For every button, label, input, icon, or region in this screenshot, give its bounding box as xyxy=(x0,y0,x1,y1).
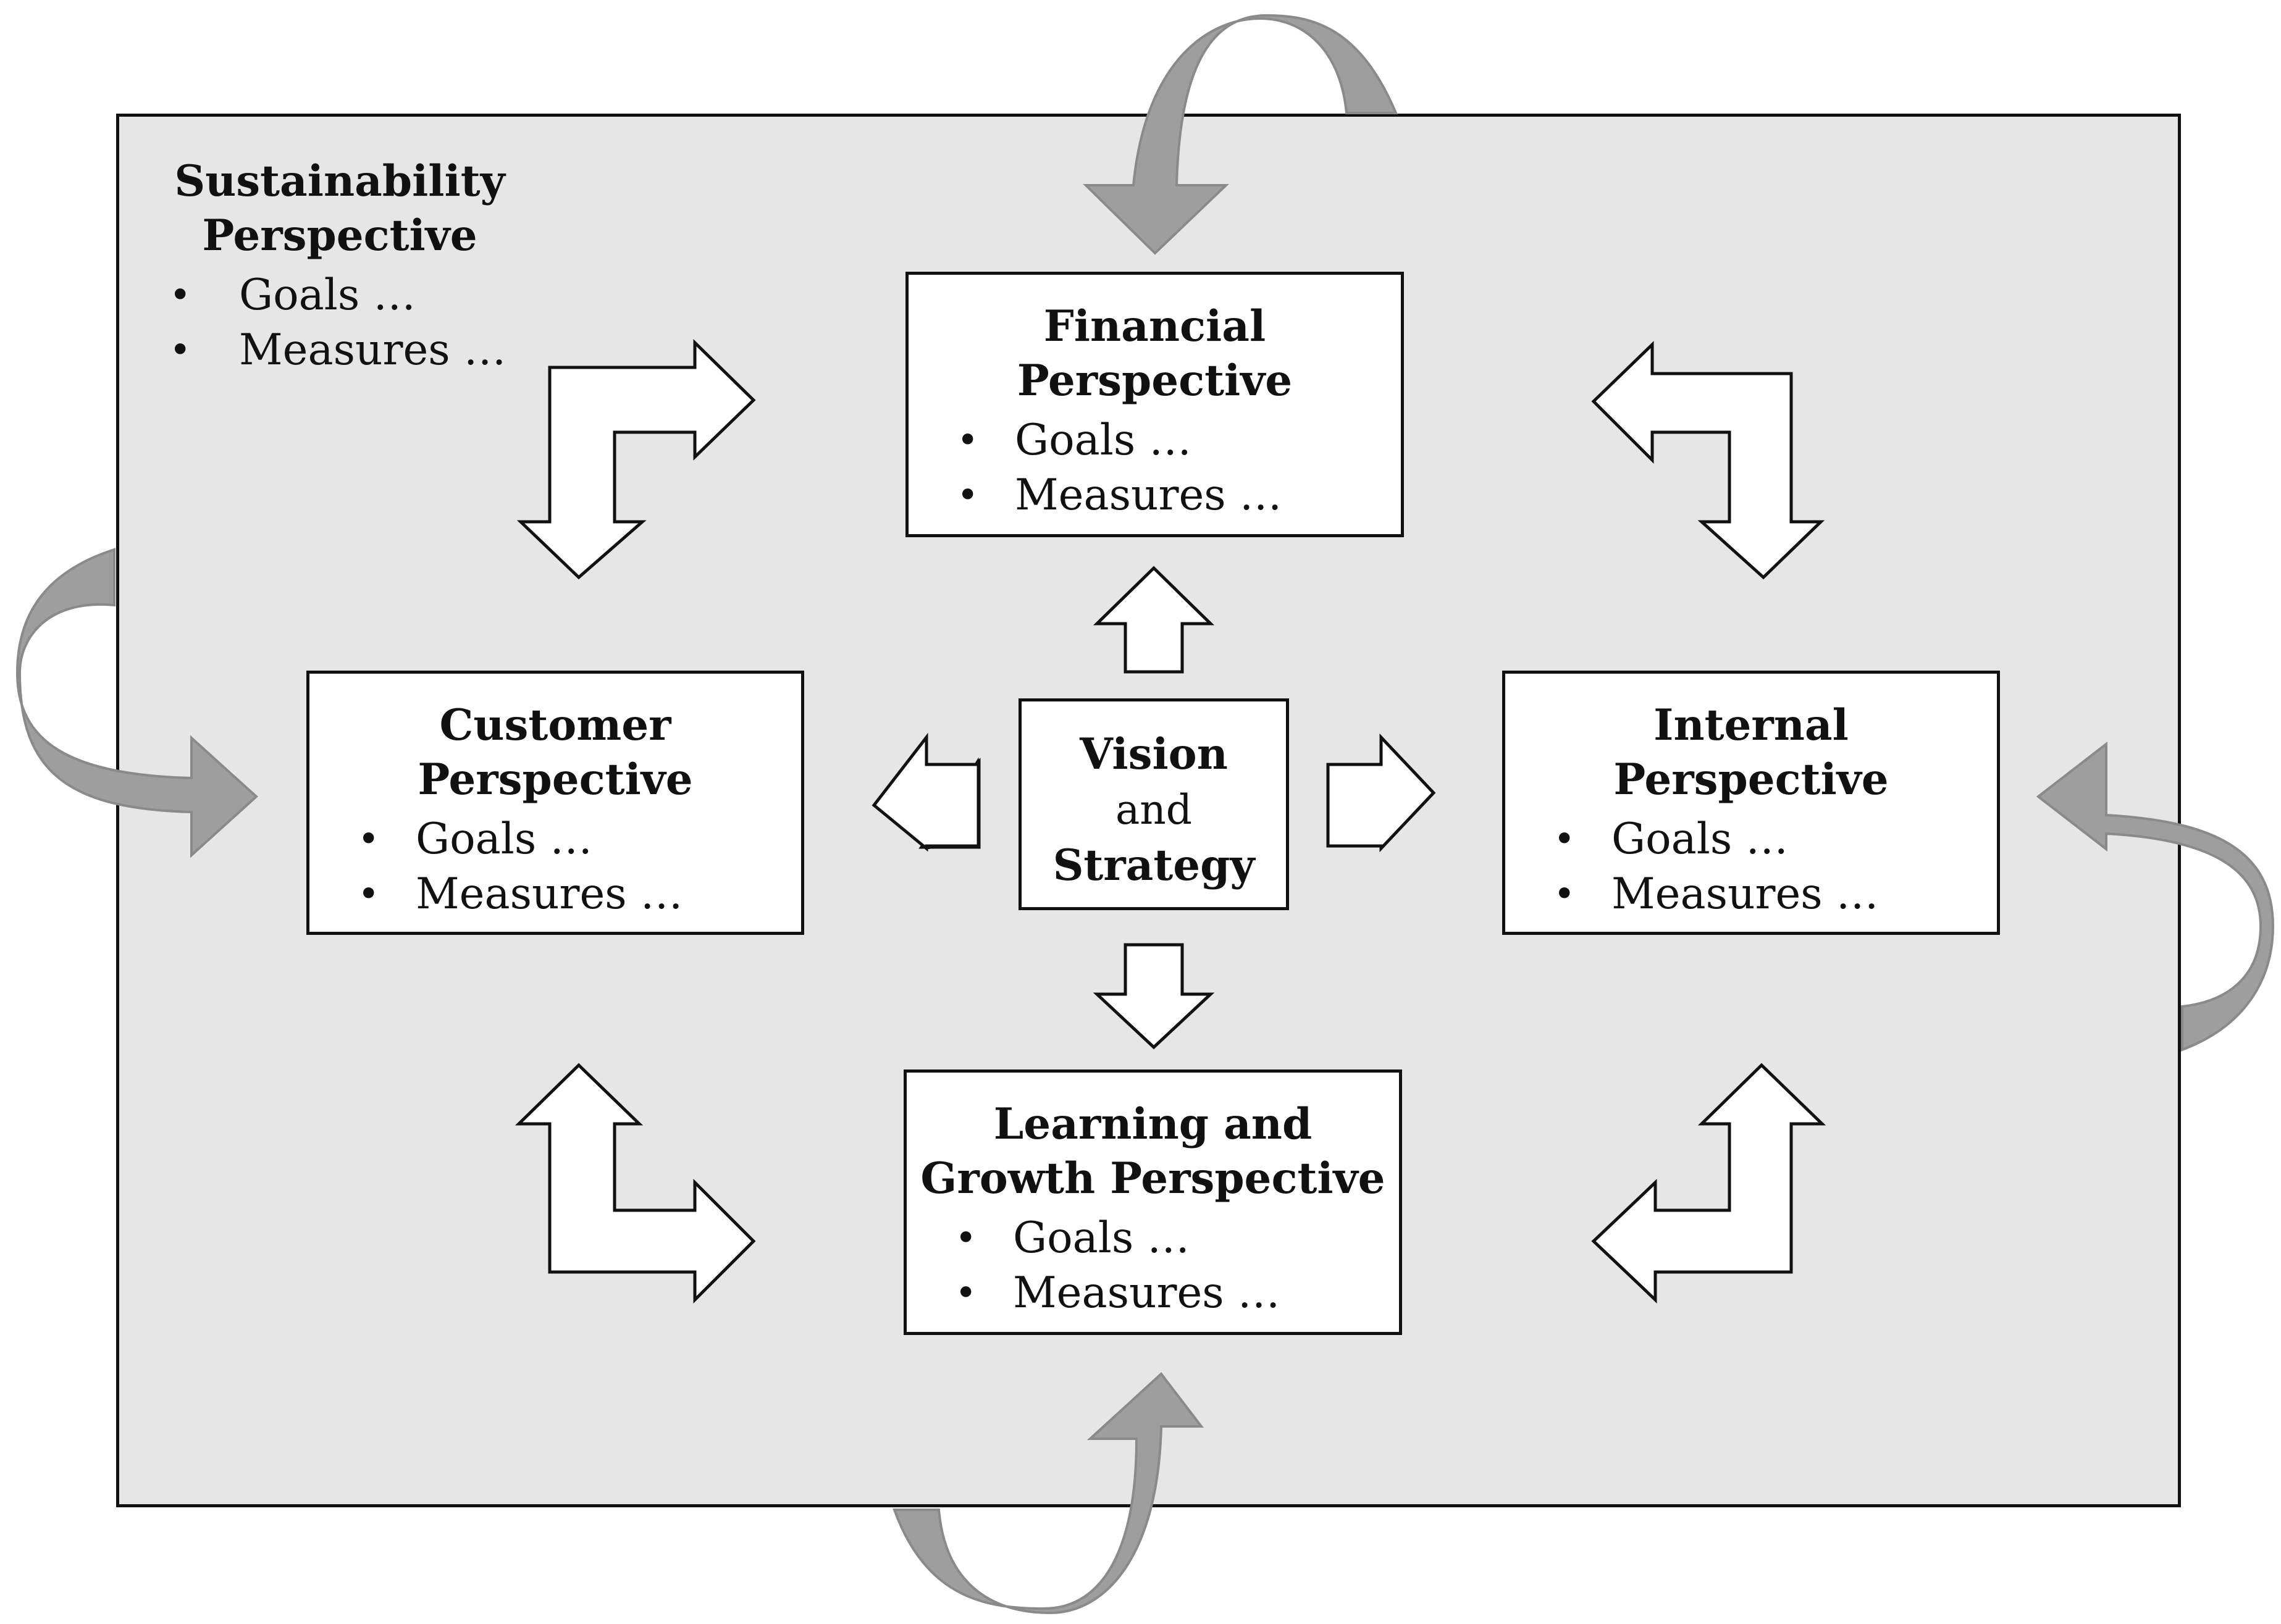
and-label: and xyxy=(1115,786,1193,834)
sustainability-perspective: Sustainability Perspective Goals … Measu… xyxy=(154,154,587,378)
customer-measures: Measures … xyxy=(309,867,801,922)
internal-title: Internal Perspective xyxy=(1505,698,1997,807)
sustainability-title: Sustainability Perspective xyxy=(154,154,525,263)
financial-title-line2: Perspective xyxy=(1017,356,1293,406)
financial-goals: Goals … xyxy=(909,413,1401,468)
sustainability-title-line2: Perspective xyxy=(202,211,477,261)
internal-title-line1: Internal xyxy=(1653,700,1849,750)
customer-perspective-box: Customer Perspective Goals … Measures … xyxy=(306,671,804,935)
arrow-up-center xyxy=(1093,566,1215,674)
vision-label: Vision xyxy=(1080,729,1228,779)
learning-title-line2: Growth Perspective xyxy=(920,1153,1385,1203)
cycle-arrow-bottom xyxy=(893,1372,1204,1615)
learning-goals: Goals … xyxy=(907,1211,1399,1266)
learning-title: Learning and Growth Perspective xyxy=(907,1097,1399,1206)
customer-title-line1: Customer xyxy=(439,700,671,750)
learning-measures: Measures … xyxy=(907,1266,1399,1321)
sustainability-title-line1: Sustainability xyxy=(174,156,505,206)
internal-perspective-box: Internal Perspective Goals … Measures … xyxy=(1502,671,2000,935)
learning-items: Goals … Measures … xyxy=(907,1211,1399,1321)
cycle-arrow-left xyxy=(15,548,258,858)
customer-items: Goals … Measures … xyxy=(309,812,801,922)
learning-growth-perspective-box: Learning and Growth Perspective Goals … … xyxy=(904,1069,1402,1335)
arrow-corner-top-left xyxy=(516,339,756,580)
internal-title-line2: Perspective xyxy=(1613,755,1889,805)
cycle-arrow-top xyxy=(1083,14,1398,255)
customer-title-line2: Perspective xyxy=(418,755,693,805)
vision-and-strategy-box: Vision and Strategy xyxy=(1019,698,1289,910)
financial-items: Goals … Measures … xyxy=(909,413,1401,523)
arrow-corner-top-right xyxy=(1591,341,1825,580)
cycle-arrow-right xyxy=(2036,741,2275,1052)
strategy-label: Strategy xyxy=(1052,840,1255,890)
arrow-right-from-vision xyxy=(1326,733,1436,853)
internal-goals: Goals … xyxy=(1505,812,1997,867)
financial-title-line1: Financial xyxy=(1043,301,1266,351)
financial-title: Financial Perspective xyxy=(909,299,1401,408)
arrow-left-from-vision-visible xyxy=(872,732,980,852)
learning-title-line1: Learning and xyxy=(993,1099,1313,1149)
financial-perspective-box: Financial Perspective Goals … Measures … xyxy=(905,272,1404,537)
arrow-corner-bottom-right xyxy=(1591,1063,1826,1304)
customer-goals: Goals … xyxy=(309,812,801,867)
financial-measures: Measures … xyxy=(909,468,1401,523)
sustainability-items: Goals … Measures … xyxy=(154,268,587,378)
internal-items: Goals … Measures … xyxy=(1505,812,1997,922)
sustainability-goals: Goals … xyxy=(154,268,587,323)
arrow-down-center xyxy=(1093,943,1215,1050)
customer-title: Customer Perspective xyxy=(309,698,801,807)
sustainability-measures: Measures … xyxy=(154,323,587,378)
arrow-corner-bottom-left xyxy=(515,1063,756,1304)
internal-measures: Measures … xyxy=(1505,867,1997,922)
